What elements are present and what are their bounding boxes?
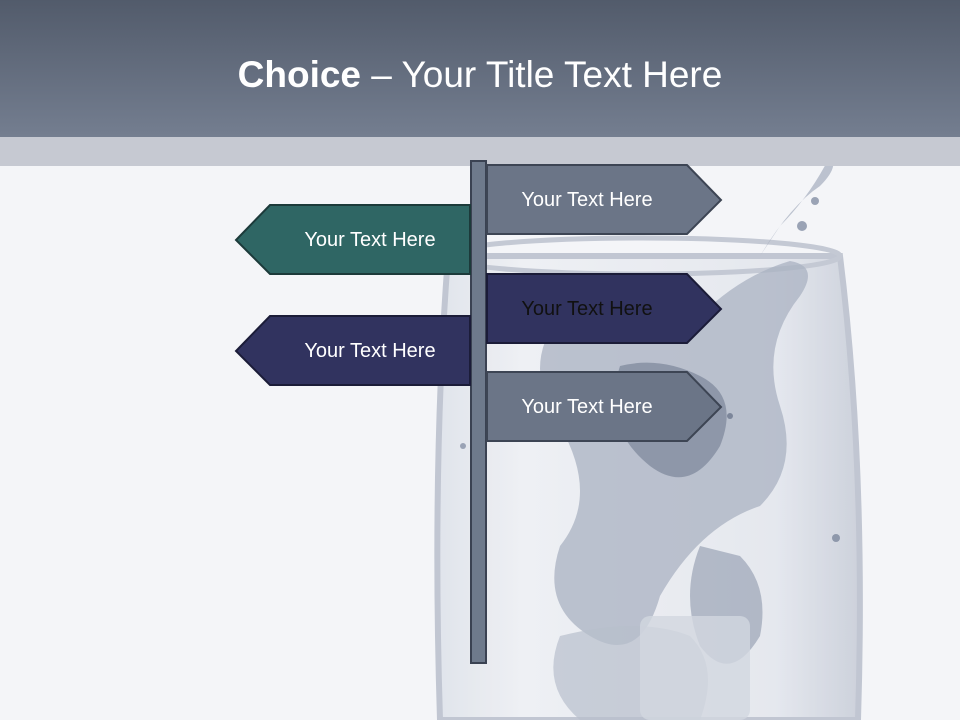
arrow-right-shape	[486, 371, 723, 442]
sign-right-1[interactable]: Your Text Here	[486, 164, 723, 235]
arrow-left-shape	[234, 204, 471, 275]
sign-label: Your Text Here	[521, 297, 653, 320]
sign-label: Your Text Here	[521, 188, 653, 211]
title-bar: Choice – Your Title Text Here	[0, 0, 960, 137]
sign-label: Your Text Here	[304, 228, 436, 251]
arrow-right-shape	[486, 164, 723, 235]
arrow-right-shape	[486, 273, 723, 344]
sign-label: Your Text Here	[521, 395, 653, 418]
slide-title[interactable]: Choice – Your Title Text Here	[0, 52, 960, 98]
sign-label: Your Text Here	[304, 339, 436, 362]
sign-left-1[interactable]: Your Text Here	[234, 204, 471, 275]
sign-left-2[interactable]: Your Text Here	[234, 315, 471, 386]
sign-right-2[interactable]: Your Text Here	[486, 273, 723, 344]
water-glass-image	[434, 166, 863, 720]
title-bold: Choice	[237, 54, 362, 95]
title-rest: – Your Title Text Here	[361, 54, 723, 95]
arrow-left-shape	[234, 315, 471, 386]
signpost-pole	[470, 160, 487, 664]
sign-right-3[interactable]: Your Text Here	[486, 371, 723, 442]
